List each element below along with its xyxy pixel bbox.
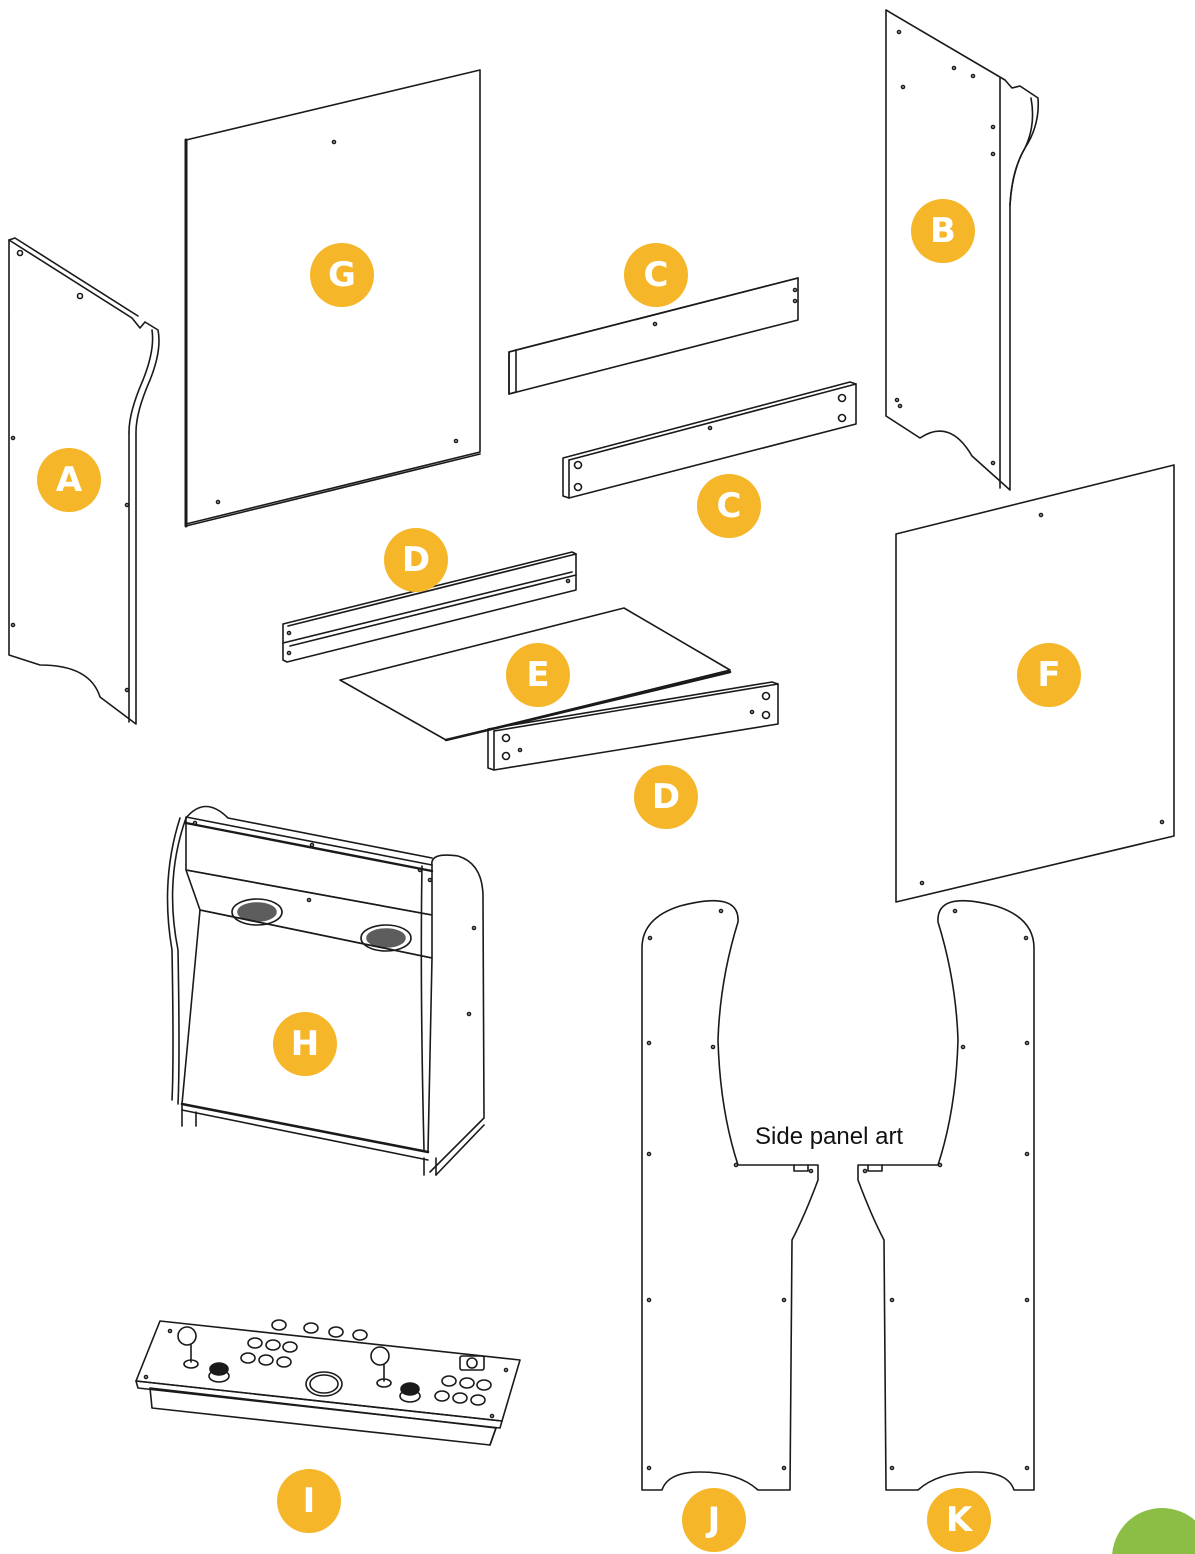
part-label-g: G <box>310 243 374 307</box>
part-label-d-upper: D <box>384 528 448 592</box>
part-label-c-upper: C <box>624 243 688 307</box>
part-label-i: I <box>277 1469 341 1533</box>
rail-d-lower-drawing <box>487 681 779 771</box>
side-art-k-drawing <box>857 899 1035 1491</box>
back-panel-g-drawing <box>184 69 481 528</box>
part-label-h: H <box>273 1012 337 1076</box>
part-label-b: B <box>911 199 975 263</box>
side-panel-b-drawing <box>885 9 1040 491</box>
part-label-d-lower: D <box>634 765 698 829</box>
side-panel-art-caption: Side panel art <box>755 1123 904 1150</box>
part-label-c-lower: C <box>697 474 761 538</box>
part-label-a: A <box>37 448 101 512</box>
control-panel-i-drawing <box>135 1319 521 1446</box>
part-label-j: J <box>682 1488 746 1552</box>
side-panel-a-drawing <box>8 237 160 725</box>
cabinet-h-drawing <box>166 805 485 1176</box>
side-art-j-drawing <box>641 899 819 1491</box>
part-label-e: E <box>506 643 570 707</box>
part-label-k: K <box>927 1488 991 1552</box>
rail-c-upper-drawing <box>508 277 799 395</box>
rail-d-upper-drawing <box>282 551 577 663</box>
front-panel-f-drawing <box>895 464 1175 903</box>
rail-c-lower-drawing <box>562 381 857 499</box>
part-label-f: F <box>1017 643 1081 707</box>
